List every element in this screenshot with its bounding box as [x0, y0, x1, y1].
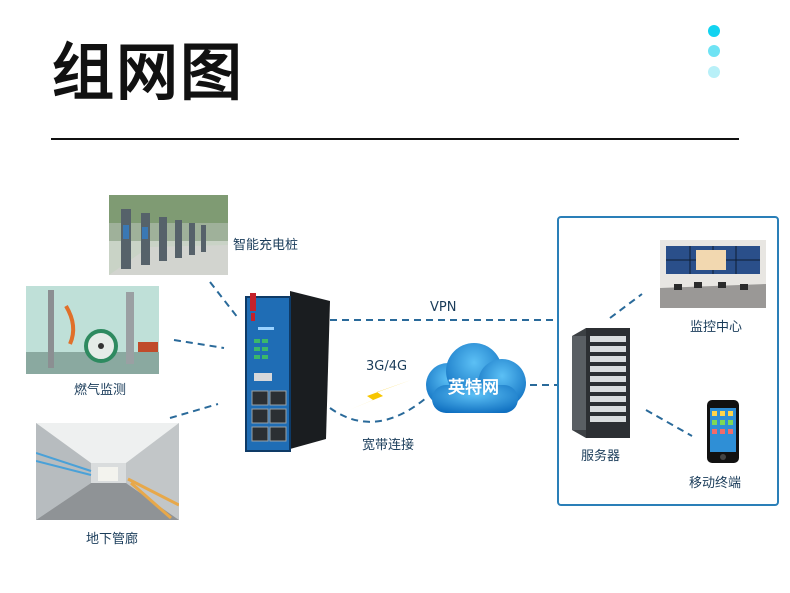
smartphone-icon [706, 399, 740, 464]
mobile-label: 移动终端 [689, 476, 742, 491]
cloud-icon [416, 341, 532, 417]
page-title: 组网图 [52, 36, 245, 109]
link-broadband [329, 397, 427, 423]
decor-dot-2 [708, 45, 720, 57]
broadband-label: 宽带连接 [362, 438, 415, 453]
server-label: 服务器 [581, 449, 621, 464]
ev-charging-station-photo [109, 195, 228, 275]
monitor-label: 监控中心 [690, 320, 743, 335]
title-divider [51, 138, 739, 140]
tunnel-label: 地下管廊 [86, 532, 139, 547]
server-side-panel [557, 216, 779, 506]
vpn-label: VPN [430, 300, 457, 315]
charging-label: 智能充电桩 [233, 238, 299, 253]
gas-label: 燃气监测 [74, 383, 127, 398]
monitoring-center-photo [660, 240, 766, 308]
link-charging [209, 281, 239, 319]
decor-dot-1 [708, 25, 720, 37]
utility-tunnel-photo [36, 423, 179, 520]
link-server-mobile [645, 409, 693, 437]
decor-dot-3 [708, 66, 720, 78]
server-rack-icon [572, 328, 630, 438]
link-server-monitor [609, 293, 643, 319]
gas-meter-photo [26, 286, 159, 374]
link-gas [173, 339, 225, 349]
link-tunnel [169, 403, 219, 419]
industrial-router-icon [242, 289, 330, 454]
wireless-label: 3G/4G [366, 359, 408, 374]
cloud-label: 英特网 [448, 378, 499, 398]
lightning-bolt-icon [347, 378, 411, 412]
